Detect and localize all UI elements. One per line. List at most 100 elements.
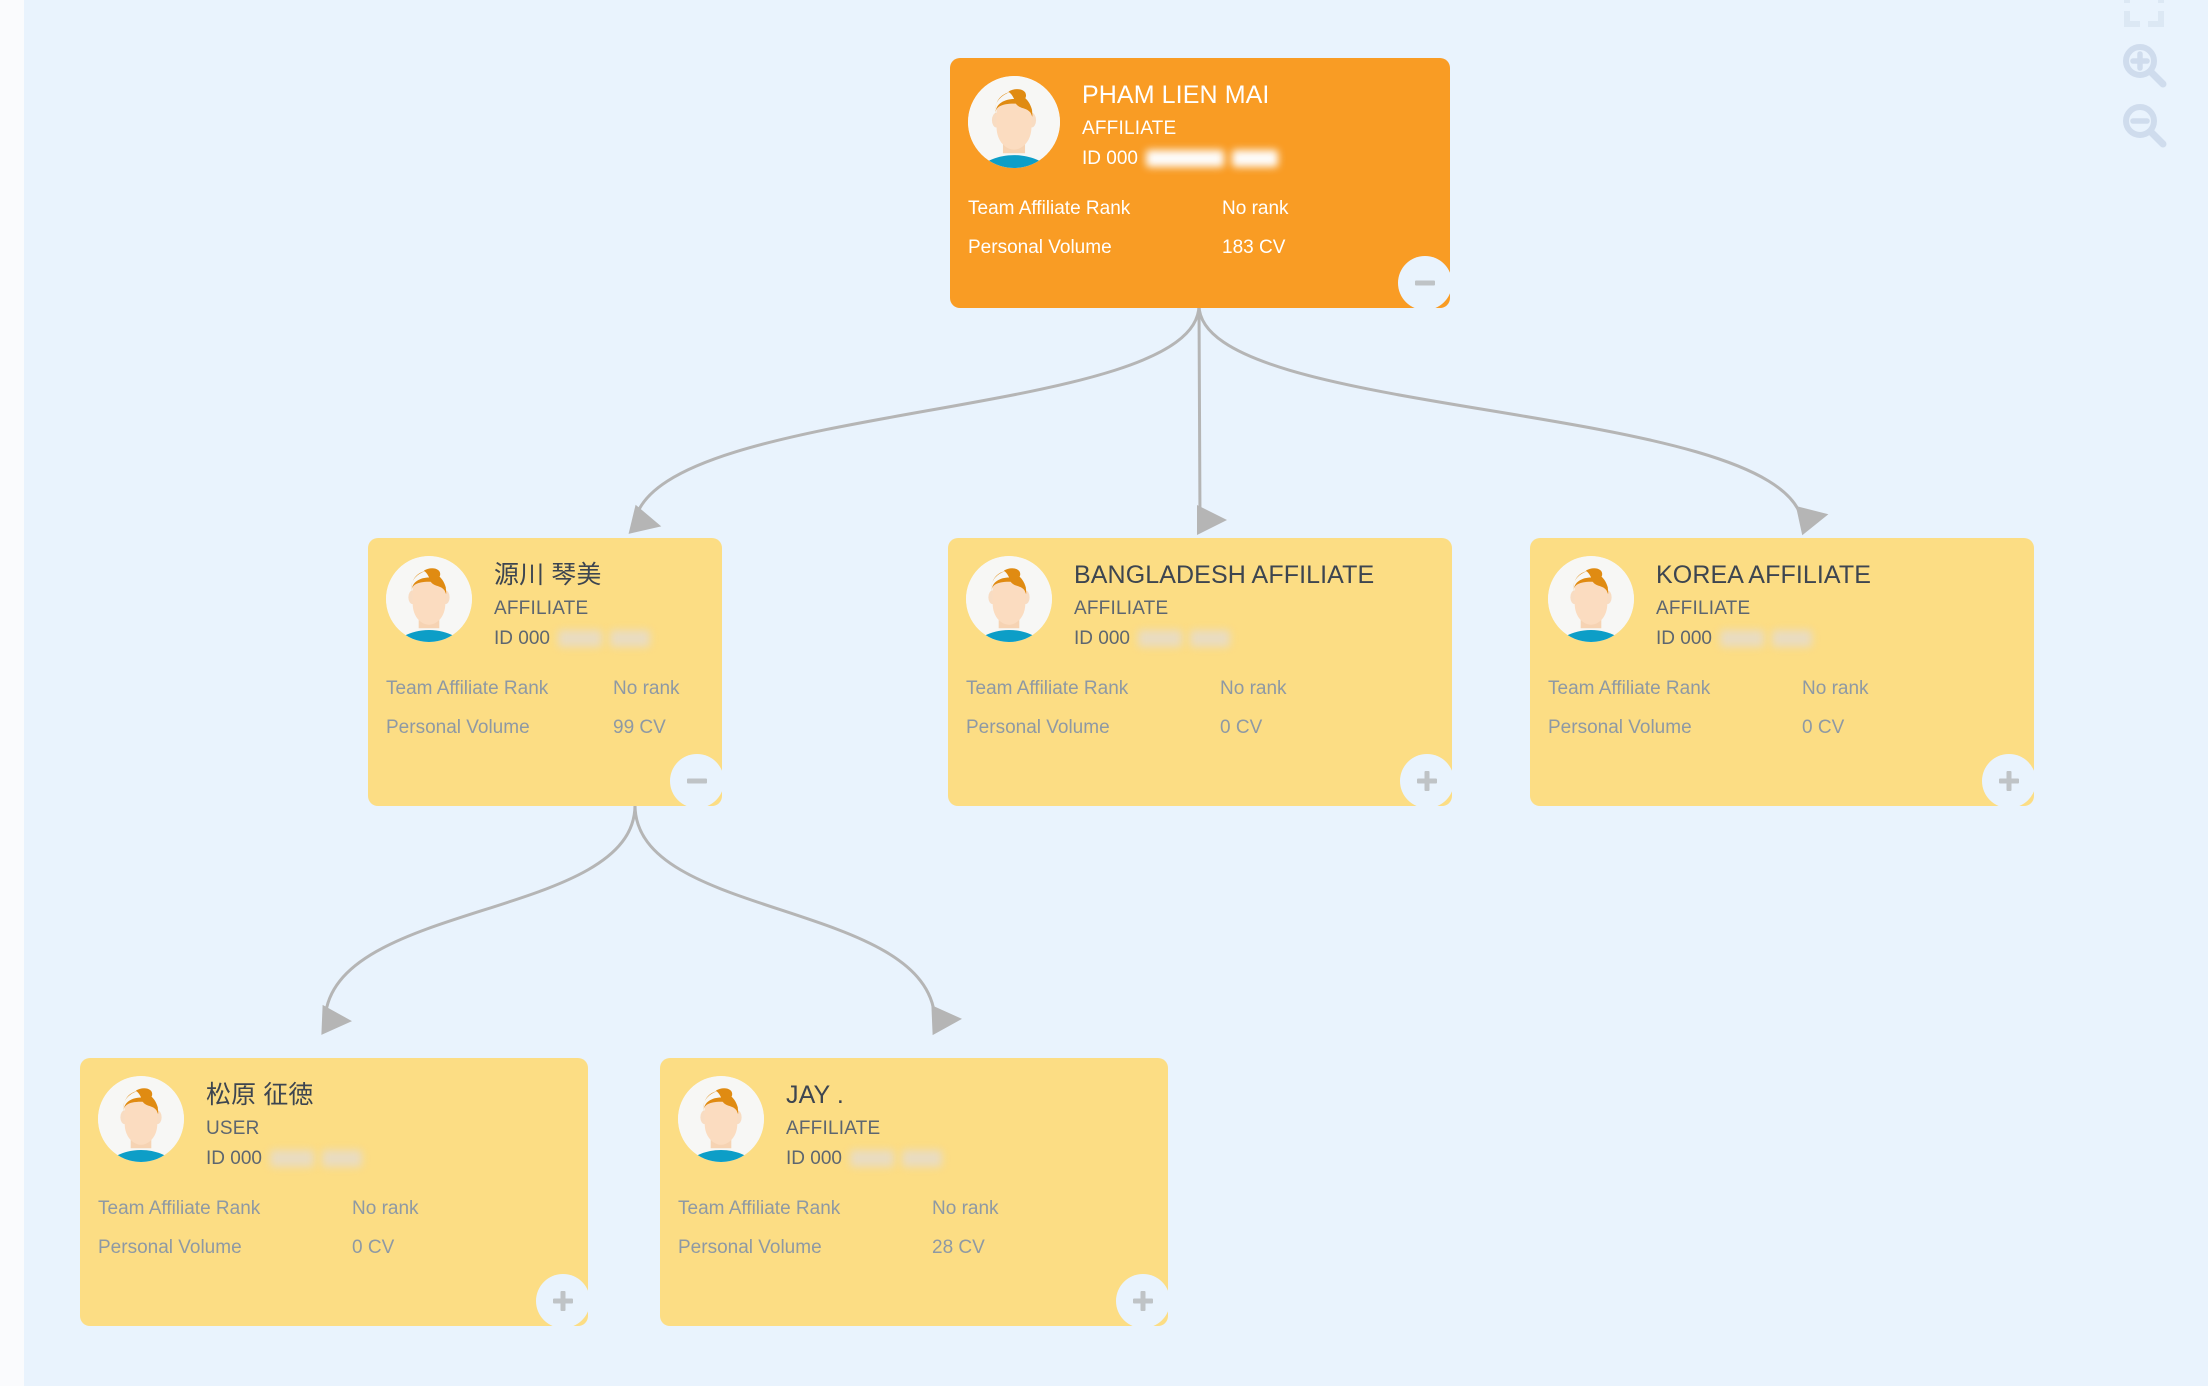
tree-node-bangladesh-affiliate[interactable]: BANGLADESH AFFILIATE AFFILIATE ID 000 Te… bbox=[948, 538, 1454, 808]
stat-row-personal-volume: Personal Volume 0 CV bbox=[1548, 714, 2006, 743]
stat-value: 0 CV bbox=[1220, 717, 1263, 739]
node-role: USER bbox=[206, 1117, 260, 1139]
node-id-masked-2 bbox=[901, 1150, 942, 1168]
node-name: KOREA AFFILIATE bbox=[1656, 561, 1871, 589]
tree-node-minamikawa-kotomi[interactable]: 源川 琴美 AFFILIATE ID 000 Team Affiliate Ra… bbox=[368, 538, 724, 808]
tree-node-matsubara-masanori[interactable]: 松原 征徳 USER ID 000 Team Affiliate Rank No… bbox=[80, 1058, 590, 1328]
stat-value: 0 CV bbox=[352, 1237, 395, 1259]
node-role: AFFILIATE bbox=[1074, 597, 1169, 619]
node-header: KOREA AFFILIATE AFFILIATE ID 000 bbox=[1530, 538, 2034, 653]
node-header: JAY . AFFILIATE ID 000 bbox=[660, 1058, 1168, 1173]
node-id: ID 000 bbox=[1082, 145, 1278, 173]
node-stats: Team Affiliate Rank No rank Personal Vol… bbox=[1530, 675, 2034, 743]
edge-minamikawa-to-matsubara bbox=[321, 804, 637, 1035]
node-stats: Team Affiliate Rank No rank Personal Vol… bbox=[368, 675, 722, 743]
zoom-in-icon[interactable] bbox=[2119, 40, 2169, 90]
node-id: ID 000 bbox=[1074, 625, 1374, 653]
node-id-masked bbox=[557, 630, 602, 648]
node-header: 松原 征徳 USER ID 000 bbox=[80, 1058, 588, 1173]
stat-label: Personal Volume bbox=[968, 237, 1112, 259]
stat-row-personal-volume: Personal Volume 99 CV bbox=[386, 714, 694, 743]
node-identity: BANGLADESH AFFILIATE AFFILIATE ID 000 bbox=[1052, 556, 1374, 653]
avatar bbox=[98, 1076, 184, 1162]
stat-value: No rank bbox=[613, 677, 680, 699]
node-role: AFFILIATE bbox=[494, 597, 589, 619]
stat-label: Personal Volume bbox=[98, 1237, 242, 1259]
stat-value: No rank bbox=[1222, 197, 1289, 219]
edge-root-to-korea bbox=[1197, 304, 1829, 536]
stat-value: No rank bbox=[1220, 677, 1287, 699]
stat-row-team-affiliate-rank: Team Affiliate Rank No rank bbox=[966, 675, 1424, 704]
stat-label: Personal Volume bbox=[386, 717, 530, 739]
node-role: AFFILIATE bbox=[1082, 117, 1177, 139]
stat-row-team-affiliate-rank: Team Affiliate Rank No rank bbox=[386, 675, 694, 704]
node-id-masked-2 bbox=[1189, 630, 1230, 648]
stat-row-team-affiliate-rank: Team Affiliate Rank No rank bbox=[1548, 675, 2006, 704]
stat-value: No rank bbox=[1802, 677, 1869, 699]
node-identity: JAY . AFFILIATE ID 000 bbox=[764, 1076, 942, 1173]
collapse-toggle-minus-icon[interactable] bbox=[670, 754, 724, 808]
edge-root-to-minamikawa bbox=[628, 304, 1201, 534]
avatar bbox=[386, 556, 472, 642]
node-header: 源川 琴美 AFFILIATE ID 000 bbox=[368, 538, 722, 653]
edge-root-to-bangladesh bbox=[1196, 304, 1227, 536]
node-id-prefix: ID 000 bbox=[1082, 148, 1138, 170]
expand-toggle-plus-icon[interactable] bbox=[1982, 754, 2036, 808]
node-id-masked bbox=[1719, 630, 1764, 648]
stat-label: Team Affiliate Rank bbox=[968, 197, 1131, 219]
stat-row-personal-volume: Personal Volume 183 CV bbox=[968, 234, 1422, 263]
node-name: 源川 琴美 bbox=[494, 561, 602, 589]
node-name: 松原 征徳 bbox=[206, 1081, 314, 1109]
node-stats: Team Affiliate Rank No rank Personal Vol… bbox=[660, 1195, 1168, 1263]
stat-value: No rank bbox=[932, 1197, 999, 1219]
node-identity: 源川 琴美 AFFILIATE ID 000 bbox=[472, 556, 650, 653]
node-stats: Team Affiliate Rank No rank Personal Vol… bbox=[80, 1195, 588, 1263]
node-id-masked-2 bbox=[609, 630, 650, 648]
node-identity: PHAM LIEN MAI AFFILIATE ID 000 bbox=[1060, 76, 1278, 173]
stat-row-team-affiliate-rank: Team Affiliate Rank No rank bbox=[968, 195, 1422, 224]
stat-label: Team Affiliate Rank bbox=[966, 677, 1129, 699]
node-id-prefix: ID 000 bbox=[206, 1148, 262, 1170]
stat-value: 0 CV bbox=[1802, 717, 1845, 739]
fullscreen-icon[interactable] bbox=[2121, 0, 2167, 30]
node-id: ID 000 bbox=[786, 1145, 942, 1173]
stat-row-team-affiliate-rank: Team Affiliate Rank No rank bbox=[98, 1195, 560, 1224]
node-name: BANGLADESH AFFILIATE bbox=[1074, 561, 1375, 589]
tree-node-jay[interactable]: JAY . AFFILIATE ID 000 Team Affiliate Ra… bbox=[660, 1058, 1170, 1328]
expand-toggle-plus-icon[interactable] bbox=[1400, 754, 1454, 808]
node-stats: Team Affiliate Rank No rank Personal Vol… bbox=[950, 195, 1450, 263]
node-header: PHAM LIEN MAI AFFILIATE ID 000 bbox=[950, 58, 1450, 173]
node-stats: Team Affiliate Rank No rank Personal Vol… bbox=[948, 675, 1452, 743]
collapse-toggle-minus-icon[interactable] bbox=[1398, 256, 1452, 310]
tree-node-pham-lien-mai[interactable]: PHAM LIEN MAI AFFILIATE ID 000 Team Affi… bbox=[950, 58, 1452, 310]
avatar bbox=[966, 556, 1052, 642]
node-id: ID 000 bbox=[206, 1145, 362, 1173]
zoom-out-icon[interactable] bbox=[2119, 100, 2169, 150]
node-name: JAY . bbox=[786, 1081, 844, 1109]
node-identity: KOREA AFFILIATE AFFILIATE ID 000 bbox=[1634, 556, 1871, 653]
node-id-masked bbox=[1137, 630, 1182, 648]
stat-value: 28 CV bbox=[932, 1237, 985, 1259]
stat-label: Personal Volume bbox=[678, 1237, 822, 1259]
node-id-prefix: ID 000 bbox=[494, 628, 550, 650]
node-header: BANGLADESH AFFILIATE AFFILIATE ID 000 bbox=[948, 538, 1452, 653]
tree-canvas[interactable]: PHAM LIEN MAI AFFILIATE ID 000 Team Affi… bbox=[24, 0, 2208, 1386]
expand-toggle-plus-icon[interactable] bbox=[1116, 1274, 1170, 1328]
tree-node-korea-affiliate[interactable]: KOREA AFFILIATE AFFILIATE ID 000 Team Af… bbox=[1530, 538, 2036, 808]
expand-toggle-plus-icon[interactable] bbox=[536, 1274, 590, 1328]
node-name: PHAM LIEN MAI bbox=[1082, 81, 1270, 109]
node-id-masked bbox=[269, 1150, 314, 1168]
node-id-masked-2 bbox=[1231, 150, 1278, 168]
node-id-prefix: ID 000 bbox=[786, 1148, 842, 1170]
viewport-controls bbox=[2104, 0, 2184, 150]
stat-row-personal-volume: Personal Volume 0 CV bbox=[966, 714, 1424, 743]
stat-label: Personal Volume bbox=[1548, 717, 1692, 739]
node-id-prefix: ID 000 bbox=[1656, 628, 1712, 650]
avatar bbox=[968, 76, 1060, 168]
node-id-masked-2 bbox=[1771, 630, 1812, 648]
edge-minamikawa-to-jay bbox=[633, 804, 962, 1036]
node-id: ID 000 bbox=[1656, 625, 1871, 653]
node-role: AFFILIATE bbox=[1656, 597, 1751, 619]
stat-row-team-affiliate-rank: Team Affiliate Rank No rank bbox=[678, 1195, 1140, 1224]
